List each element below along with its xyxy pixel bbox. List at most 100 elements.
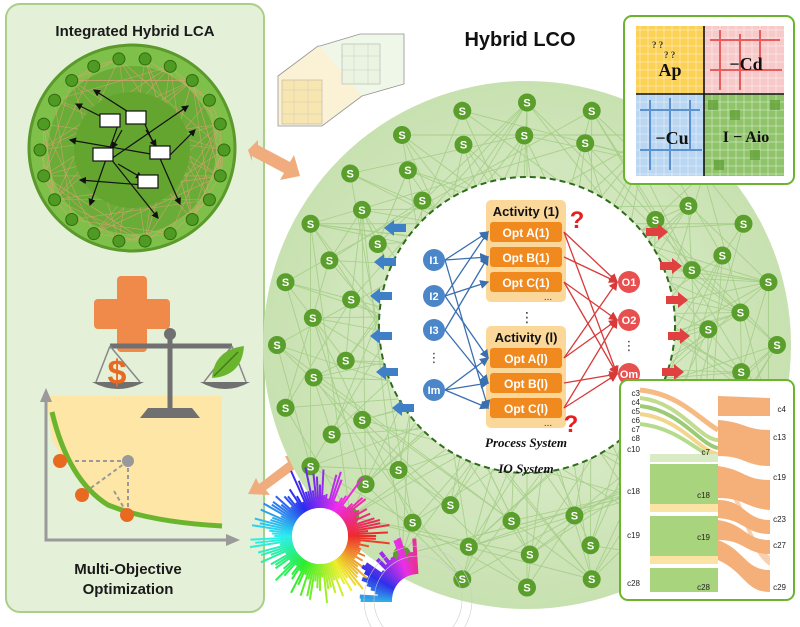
sankey-right-label: c29 [773,583,786,592]
radial-bar [339,555,359,575]
io-sector-node [582,570,601,589]
opt-a1: Opt A(1) [503,226,550,240]
io-sector-node [341,164,360,183]
io-sector-node [342,290,361,309]
input-label-2: I2 [429,291,438,303]
io-sector-node [303,308,322,327]
radial-bar [285,547,296,555]
lca-outer-node [185,73,199,87]
radial-bar [307,491,314,510]
radial-bar [335,477,364,514]
radial-bar [295,557,304,567]
center-title: Hybrid LCO [464,29,575,51]
radial-bar [342,551,363,568]
io-sector-label: S [588,106,595,118]
io-sector-label: S [409,518,416,530]
activity-l-box: Activity (l) Opt A(l) Opt B(l) Opt C(l) … [486,326,566,429]
io-sector-label: S [328,429,335,441]
radial-bar [299,559,307,572]
radial-bar [312,473,319,509]
io-sector-node [768,336,786,354]
radial-bar [344,516,358,525]
output-flow-arrow [563,231,618,283]
radial-bar [260,543,294,557]
io-sector-node [393,125,411,144]
radial-bar [324,563,332,588]
radial-bar [333,559,353,592]
sankey-left-label: c7 [632,425,641,434]
io-sector-label: S [571,510,578,522]
radial-bar [342,510,355,521]
io-sector-label: S [737,308,744,320]
lca-outer-node [138,52,152,66]
io-sector-node [276,398,295,417]
radial-bar [336,557,364,590]
io-sector-node [389,461,408,480]
sankey-right-label: c27 [773,541,786,550]
io-sector-label: S [404,165,411,177]
radial-bar [347,529,369,535]
radial-bar [308,563,317,600]
output-flow-arrow [563,231,619,376]
dollar-icon: $ [108,354,127,392]
lca-outer-node [65,213,79,227]
io-sector-node [565,506,584,525]
opt-c1: Opt C(1) [502,276,549,290]
radial-bar [326,474,338,510]
lca-outer-node [37,117,51,131]
io-sector-label: S [309,313,316,325]
radial-bar [260,508,295,526]
io-sector-label: S [342,356,349,368]
radial-bar [347,531,388,536]
double-arrow-bottom [248,455,304,495]
radial-bar [343,549,364,562]
io-sector-label: S [523,583,530,595]
io-sector-node [454,135,473,154]
lca-process-box [149,145,171,160]
sankey-left-label: c3 [632,389,641,398]
lca-outer-node [48,93,62,107]
matrix-cu: −Cu [655,128,688,148]
io-sector-node [403,513,422,532]
radial-bar [341,552,359,568]
io-sector-label: S [685,201,692,213]
radial-bar [297,480,311,511]
radial-bar [347,522,381,532]
io-sector-label: S [740,219,747,231]
left-panel: Integrated Hybrid LCA [5,3,265,613]
radial-bar [346,517,375,529]
radial-bar [316,563,320,589]
matrix-ap: Ap [658,60,681,80]
radial-bar [345,521,357,527]
radial-bar [260,546,295,564]
radial-bar [324,498,329,509]
lca-outer-node [202,193,216,207]
radial-bar [307,562,314,580]
io-sector-label: S [460,140,467,152]
input-flow-arrow [444,255,489,331]
lca-process-box [125,110,147,125]
lca-outer-node [138,234,152,248]
input-node-1 [423,249,445,271]
io-sector-label: S [588,574,595,586]
io-sector-label: S [523,98,530,110]
io-sector-label: S [582,138,589,150]
radial-bar [271,516,295,527]
plus-icon [94,276,170,352]
io-sector-node [713,246,732,265]
question-mark-bottom: ? [564,411,579,438]
radial-bar [334,558,349,579]
radial-bar [257,542,294,554]
input-label-1: I1 [429,255,438,267]
radial-bar [329,479,343,511]
lca-title: Integrated Hybrid LCA [55,23,214,40]
io-sector-label: S [273,340,280,352]
lca-process-box [99,113,121,128]
radial-bar [270,545,295,556]
radial-bar [289,552,299,562]
input-flow-arrow [444,389,490,410]
lca-outer-node [33,143,47,157]
radial-bar [299,562,313,596]
radial-bar [347,540,370,548]
io-sector-label: S [347,295,354,307]
